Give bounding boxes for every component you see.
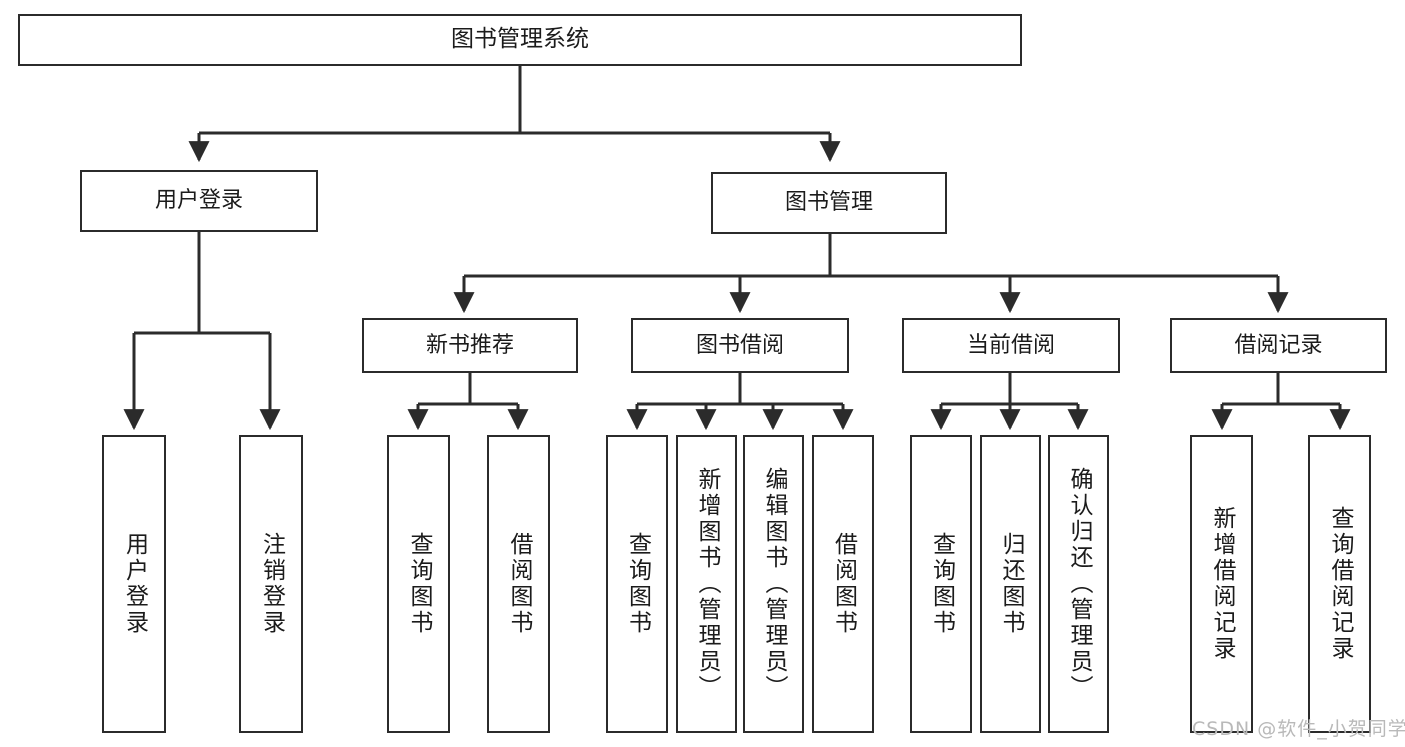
node-label: 查询图书 <box>624 532 651 636</box>
leaf-edit-book-admin[interactable]: 编辑图书（管理员） <box>743 435 804 733</box>
leaf-borrow-book-1[interactable]: 借阅图书 <box>487 435 550 733</box>
node-label: 查询借阅记录 <box>1327 506 1353 662</box>
leaf-confirm-return-admin[interactable]: 确认归还（管理员） <box>1048 435 1109 733</box>
node-label: 新增借阅记录 <box>1209 506 1235 662</box>
node-label: 确认归还（管理员） <box>1066 467 1092 701</box>
leaf-logout-login[interactable]: 注销登录 <box>239 435 303 733</box>
leaf-return-book[interactable]: 归还图书 <box>980 435 1041 733</box>
node-label: 查询图书 <box>406 532 432 636</box>
node-label: 借阅图书 <box>830 532 857 636</box>
leaf-query-borrow-record[interactable]: 查询借阅记录 <box>1308 435 1371 733</box>
node-label: 当前借阅 <box>966 332 1055 358</box>
node-label: 图书管理系统 <box>451 26 589 53</box>
leaf-query-book-3[interactable]: 查询图书 <box>910 435 972 733</box>
node-label: 图书管理 <box>784 190 873 216</box>
node-label: 查询图书 <box>928 532 955 636</box>
node-user-login[interactable]: 用户登录 <box>80 170 318 232</box>
node-label: 编辑图书（管理员） <box>761 467 787 701</box>
leaf-add-book-admin[interactable]: 新增图书（管理员） <box>676 435 737 733</box>
node-label: 归还图书 <box>998 532 1024 636</box>
leaf-query-book-1[interactable]: 查询图书 <box>387 435 450 733</box>
node-label: 用户登录 <box>154 188 243 214</box>
leaf-user-login[interactable]: 用户登录 <box>102 435 166 733</box>
leaf-add-borrow-record[interactable]: 新增借阅记录 <box>1190 435 1253 733</box>
node-label: 用户登录 <box>121 532 148 636</box>
node-label: 借阅记录 <box>1234 332 1323 358</box>
node-current-borrow[interactable]: 当前借阅 <box>902 318 1120 373</box>
node-label: 借阅图书 <box>506 532 532 636</box>
node-label: 新增图书（管理员） <box>694 467 720 701</box>
node-borrow-record[interactable]: 借阅记录 <box>1170 318 1387 373</box>
node-label: 新书推荐 <box>425 332 514 358</box>
node-root-system[interactable]: 图书管理系统 <box>18 14 1022 66</box>
node-label: 注销登录 <box>258 532 285 636</box>
node-new-book-recommend[interactable]: 新书推荐 <box>362 318 578 373</box>
node-book-management[interactable]: 图书管理 <box>711 172 947 234</box>
node-book-borrow[interactable]: 图书借阅 <box>631 318 849 373</box>
leaf-borrow-book-2[interactable]: 借阅图书 <box>812 435 874 733</box>
leaf-query-book-2[interactable]: 查询图书 <box>606 435 668 733</box>
node-label: 图书借阅 <box>695 332 784 358</box>
